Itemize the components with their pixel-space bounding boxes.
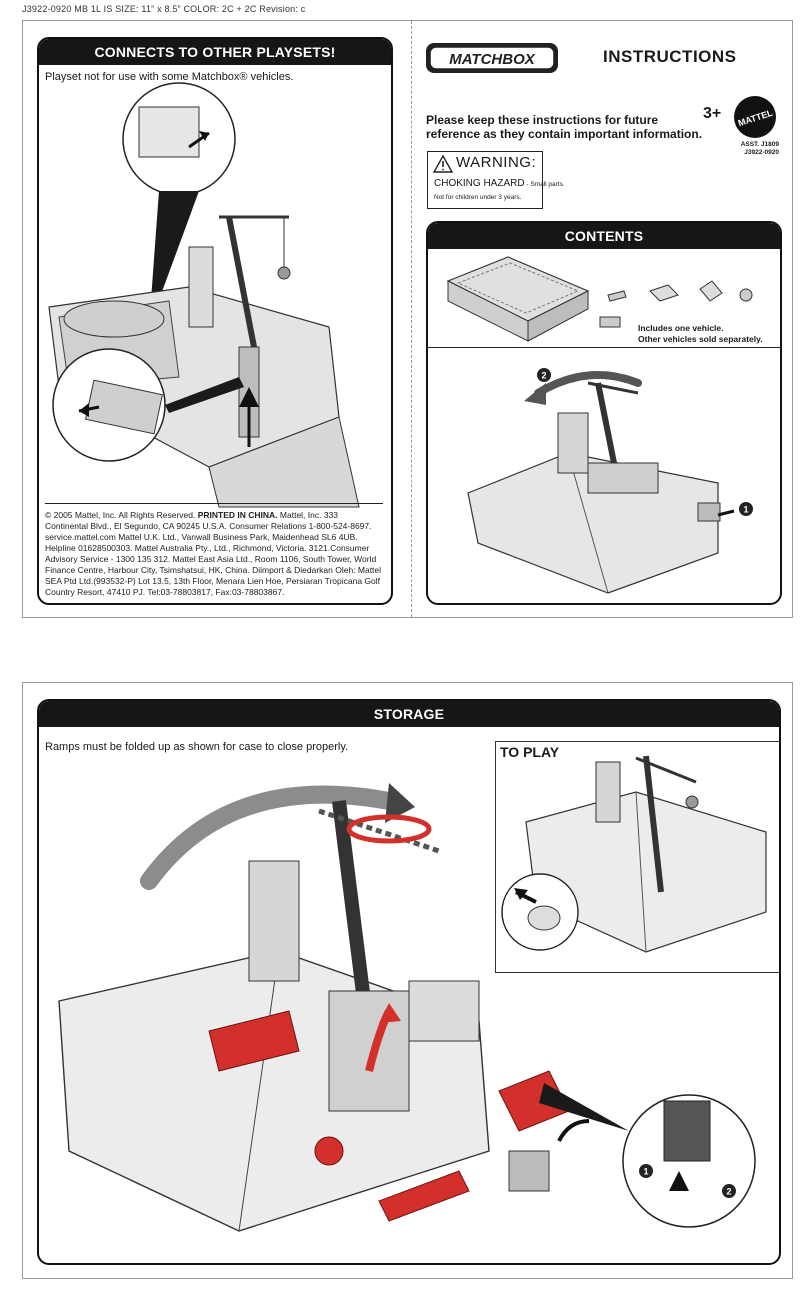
age-warning: Not for children under 3 years. (434, 194, 522, 201)
print-info: J3922-0920 MB 1L IS SIZE: 11” x 8.5” COL… (22, 4, 306, 14)
to-play-box: TO PLAY (495, 741, 779, 973)
copyright-lead: © 2005 Mattel, Inc. All Rights Reserved. (45, 510, 198, 520)
choking-hazard: CHOKING HAZARD - Small parts. (434, 178, 565, 189)
step2-marker: 2 (541, 371, 546, 381)
warning-title: WARNING: (456, 154, 537, 171)
warning-box: WARNING: CHOKING HAZARD - Small parts. N… (427, 151, 565, 209)
copyright-rest: Mattel, Inc. 333 Continental Blvd., El S… (45, 510, 382, 597)
connects-panel: CONNECTS TO OTHER PLAYSETS! Playset not … (37, 37, 393, 605)
storage-step2-marker: 2 (726, 1187, 731, 1197)
step1-marker: 1 (743, 505, 748, 515)
mattel-logo: MATTEL (734, 96, 776, 138)
vehicle-note: Includes one vehicle. Other vehicles sol… (638, 323, 763, 345)
connects-illustration (48, 82, 360, 508)
storage-note: Ramps must be folded up as shown for cas… (45, 741, 349, 753)
asst-number: ASST. J1809 (740, 141, 779, 148)
to-play-illustration (501, 755, 767, 953)
sold-separately-text: Other vehicles sold separately. (638, 334, 763, 344)
storage-step1-marker: 1 (643, 1167, 648, 1177)
product-code: J3922-0920 (744, 149, 779, 156)
contents-divider (428, 347, 780, 348)
connects-title: CONNECTS TO OTHER PLAYSETS! (39, 39, 391, 65)
warning-triangle-icon (432, 154, 454, 173)
keep-note: Please keep these instructions for futur… (426, 113, 703, 141)
contents-panel: CONTENTS Includes one vehicle. Other veh… (426, 221, 782, 605)
includes-text: Includes one vehicle. (638, 323, 724, 333)
printed-in-china: PRINTED IN CHINA. (197, 510, 278, 520)
hazard-small: - Small parts. (524, 181, 565, 188)
instructions-heading: INSTRUCTIONS (603, 47, 737, 66)
hazard-text: CHOKING HAZARD (434, 178, 525, 189)
matchbox-logo-text: MATCHBOX (449, 51, 536, 68)
contents-open-illustration: 2 1 (467, 368, 753, 594)
storage-panel: STORAGE Ramps must be folded up as shown… (37, 699, 781, 1265)
contents-title: CONTENTS (428, 223, 780, 249)
fold-line (411, 21, 412, 617)
bottom-sheet: STORAGE Ramps must be folded up as shown… (22, 682, 793, 1279)
copyright-block: © 2005 Mattel, Inc. All Rights Reserved.… (45, 503, 383, 598)
assortment-code: ASST. J1809 J3922-0920 (735, 141, 779, 157)
matchbox-logo: MATCHBOX (426, 43, 558, 73)
age-badge: 3+ (703, 105, 722, 122)
contents-parts-illustration (446, 256, 753, 342)
to-play-title: TO PLAY (500, 744, 560, 760)
top-sheet: CONNECTS TO OTHER PLAYSETS! Playset not … (22, 20, 793, 618)
connects-note: Playset not for use with some Matchbox® … (45, 71, 294, 83)
storage-title: STORAGE (39, 701, 779, 727)
storage-illustration: 1 2 (58, 783, 756, 1232)
